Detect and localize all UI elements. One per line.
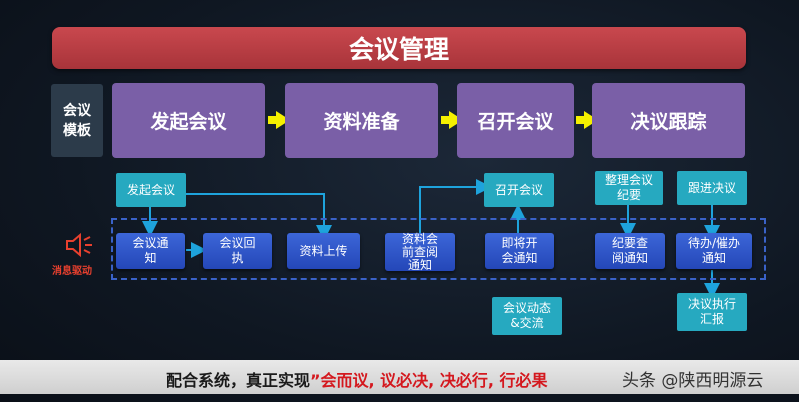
template-label-line1: 会议 xyxy=(63,102,91,119)
message-minutes-line1: 纪要查 xyxy=(611,236,648,250)
phase-prepare[interactable]: 资料准备 xyxy=(285,83,438,158)
dynamic-line1: 会议动态 xyxy=(502,301,551,315)
message-todo-line2: 通知 xyxy=(701,251,726,265)
phase-initiate[interactable]: 发起会议 xyxy=(112,83,265,158)
trigger-organize-minutes[interactable]: 整理会议 纪要 xyxy=(595,171,663,205)
message-upcoming-line1: 即将开 xyxy=(501,236,538,250)
message-notice[interactable]: 会议通 知 xyxy=(116,233,185,269)
message-pre-line1: 资料会 xyxy=(401,231,438,246)
message-receipt-line1: 会议回 xyxy=(219,236,256,250)
message-minutes-line2: 阅通知 xyxy=(611,251,648,265)
message-pre-read[interactable]: 资料会 前查阅 通知 xyxy=(385,231,455,272)
trigger-organize-line1: 整理会议 xyxy=(604,173,653,187)
message-upcoming[interactable]: 即将开 会通知 xyxy=(485,233,554,269)
message-driver-label: 消息驱动 xyxy=(52,266,92,277)
trigger-open[interactable]: 召开会议 xyxy=(484,173,554,207)
template-label: 会议 模板 xyxy=(51,84,103,157)
message-minutes[interactable]: 纪要查 阅通知 xyxy=(595,233,665,269)
message-notice-line1: 会议通 xyxy=(132,236,169,250)
page-title: 会议管理 xyxy=(52,27,746,69)
speaker-icon xyxy=(66,232,92,258)
resolution-report[interactable]: 决议执行 汇报 xyxy=(677,293,747,331)
connector xyxy=(186,193,332,241)
trigger-organize-line2: 纪要 xyxy=(616,188,641,202)
message-receipt-line2: 执 xyxy=(231,251,244,265)
message-todo[interactable]: 待办/催办 通知 xyxy=(676,233,752,269)
slogan-highlight: ”会而议, 议必决, 决必行, 行必果 xyxy=(310,371,548,390)
message-upcoming-line2: 会通知 xyxy=(501,251,538,265)
resolution-line2: 汇报 xyxy=(699,312,724,326)
slogan-prefix: 配合系统，真正实现 xyxy=(166,371,311,390)
message-pre-line2: 前查阅 xyxy=(401,244,438,259)
message-driven-area xyxy=(111,218,766,280)
template-label-line2: 模板 xyxy=(63,122,91,139)
message-upload[interactable]: 资料上传 xyxy=(287,233,360,269)
resolution-line1: 决议执行 xyxy=(687,297,736,311)
bottom-banner xyxy=(0,360,799,394)
bottom-slogan: 配合系统，真正实现”会而议, 议必决, 决必行, 行必果 xyxy=(166,367,547,391)
watermark: 头条 @陕西明源云 xyxy=(622,371,764,391)
meeting-dynamic-exchange[interactable]: 会议动态 &交流 xyxy=(492,297,562,335)
trigger-initiate[interactable]: 发起会议 xyxy=(116,173,186,207)
message-notice-line2: 知 xyxy=(144,251,157,265)
trigger-follow[interactable]: 跟进决议 xyxy=(677,171,747,205)
message-receipt[interactable]: 会议回 执 xyxy=(203,233,272,269)
phase-track[interactable]: 决议跟踪 xyxy=(592,83,745,158)
message-pre-line3: 通知 xyxy=(407,257,432,272)
phase-hold[interactable]: 召开会议 xyxy=(457,83,574,158)
message-todo-line1: 待办/催办 xyxy=(687,236,741,250)
dynamic-line2: &交流 xyxy=(510,316,544,330)
